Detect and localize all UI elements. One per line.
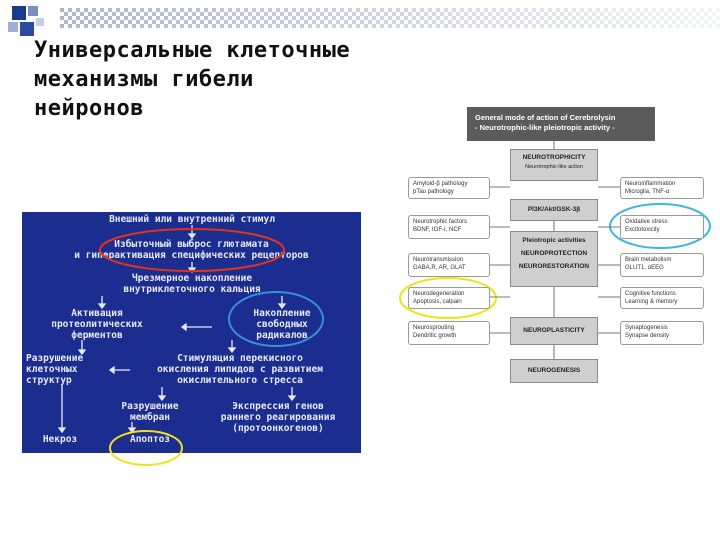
- neuroplasticity-box: NEUROPLASTICITY: [510, 317, 598, 345]
- cerebrolysin-diagram: General mode of action of Cerebrolysin -…: [398, 107, 712, 397]
- pleiotropic-label: Pleiotropic activities: [522, 237, 586, 244]
- flow-node-peroxidation: Стимуляция перекисного окисления липидов…: [157, 353, 323, 386]
- flow-node-membranes: Разрушение мембран: [121, 401, 179, 423]
- left-box-neurotrophic-factors: Neurotrophic factors BDNF, IGF-I, NCF: [408, 215, 490, 239]
- flow-node-glutamate: Избыточный выброс глютамата и гиперактив…: [74, 239, 309, 261]
- header-pattern-bar: [60, 8, 720, 28]
- flow-node-radicals: Накопление свободных радикалов: [253, 308, 311, 341]
- flow-node-structures: Разрушение клеточных структур: [26, 353, 84, 386]
- corner-square-decoration: [12, 6, 26, 20]
- neurotrophic-like-label: Neurotrophic-like action: [525, 164, 583, 170]
- right-box-brain-metabolism: Brain metabolism GLUT1, αEEG: [620, 253, 704, 277]
- corner-square-decoration: [8, 22, 18, 32]
- corner-square-decoration: [36, 18, 44, 26]
- corner-square-decoration: [20, 22, 34, 36]
- left-box-amyloid: Amyloid-β pathology pTau pathology: [408, 177, 490, 199]
- slide-title: Универсальные клеточные механизмы гибели…: [34, 38, 351, 121]
- right-box-neuroinflammation: Neuroinflammation Microglia, TNF-α: [620, 177, 704, 199]
- left-box-neurotransmission: Neurotransmission GABA,R, AR, GLAT: [408, 253, 490, 277]
- right-box-cognitive-functions: Cognitive functions Learning & memory: [620, 287, 704, 309]
- neuron-death-flowchart: Внешний или внутренний стимул Избыточный…: [22, 212, 361, 453]
- right-box-oxidative-stress: Oxidative stress Excitotoxicity: [620, 215, 704, 239]
- left-box-neurodegeneration: Neurodegeneration Apoptosis, calpain: [408, 287, 490, 309]
- flow-node-gene-expression: Экспрессия генов раннего реагирования (п…: [220, 401, 336, 434]
- flow-node-stimulus: Внешний или внутренний стимул: [109, 214, 275, 225]
- neurotrophicity-label: NEUROTROPHICITY: [522, 154, 586, 161]
- neurotrophicity-box: NEUROTROPHICITY Neurotrophic-like action: [510, 149, 598, 181]
- flow-node-apoptosis: Апоптоз: [129, 434, 171, 445]
- cerebrolysin-header: General mode of action of Cerebrolysin -…: [467, 107, 655, 141]
- pathway-box: PI3K/Akt/GSK-3β: [510, 199, 598, 221]
- pleiotropic-box: Pleiotropic activities NEUROPROTECTION N…: [510, 231, 598, 287]
- neuroprotection-label: NEUROPROTECTION: [520, 250, 588, 257]
- right-box-synaptogenesis: Synaptogenesis Synapse density: [620, 321, 704, 345]
- cerebrolysin-connectors: [490, 141, 620, 359]
- flow-node-calcium: Чрезмерное накопление внутриклеточного к…: [123, 273, 261, 295]
- neurorestoration-label: NEURORESTORATION: [518, 263, 590, 270]
- flow-node-proteolytic: Активация протеолитических ферментов: [51, 308, 143, 341]
- flow-node-necrosis: Некроз: [42, 434, 78, 445]
- neurogenesis-box: NEUROGENESIS: [510, 359, 598, 383]
- left-box-neurosprouting: Neurosprouting Dendritic growth: [408, 321, 490, 345]
- corner-square-decoration: [28, 6, 38, 16]
